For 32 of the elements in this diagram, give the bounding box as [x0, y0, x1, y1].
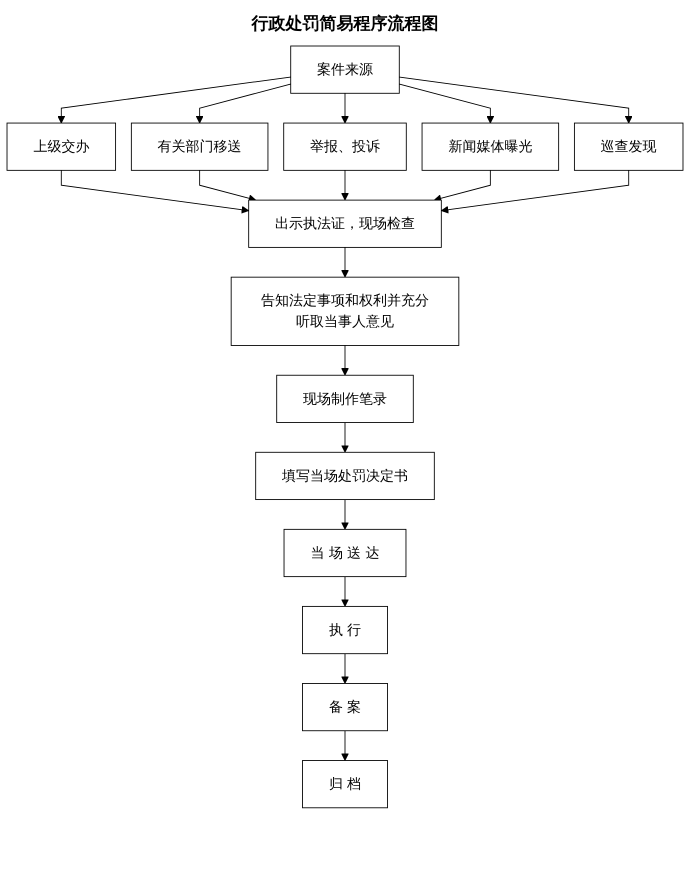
- arrow: [57, 76, 292, 124]
- node-box: 备 案: [302, 683, 388, 732]
- arrow: [341, 92, 349, 124]
- node-box: 有关部门移送: [130, 122, 268, 171]
- arrow: [341, 422, 349, 453]
- arrow: [341, 499, 349, 530]
- node-box: 填写当场处罚决定书: [255, 452, 435, 500]
- arrow: [434, 170, 491, 202]
- arrow: [341, 345, 349, 376]
- arrow: [341, 170, 349, 200]
- node-box: 归 档: [302, 760, 388, 808]
- node-box: 新闻媒体曝光: [422, 122, 560, 171]
- arrow: [60, 170, 250, 214]
- node-box: 出示执法证，现场检查: [248, 200, 442, 248]
- arrow: [398, 76, 633, 124]
- node-box: 当 场 送 达: [284, 528, 406, 578]
- arrow: [341, 576, 349, 607]
- node-box: 举报、投诉: [283, 122, 407, 171]
- node-box: 执 行: [302, 606, 388, 654]
- arrow: [341, 653, 349, 684]
- arrow: [196, 84, 292, 124]
- node-box: 巡查发现: [574, 122, 684, 171]
- node-box: 上级交办: [6, 122, 116, 171]
- arrow: [398, 84, 494, 124]
- node-box: 案件来源: [290, 46, 400, 94]
- arrow: [341, 730, 349, 761]
- arrow: [341, 246, 349, 278]
- arrow: [199, 170, 256, 202]
- arrow: [440, 170, 630, 214]
- node-box: 告知法定事项和权利并充分听取当事人意见: [230, 276, 460, 346]
- node-box: 现场制作笔录: [276, 374, 414, 423]
- diagram-title: 行政处罚简易程序流程图: [250, 13, 440, 35]
